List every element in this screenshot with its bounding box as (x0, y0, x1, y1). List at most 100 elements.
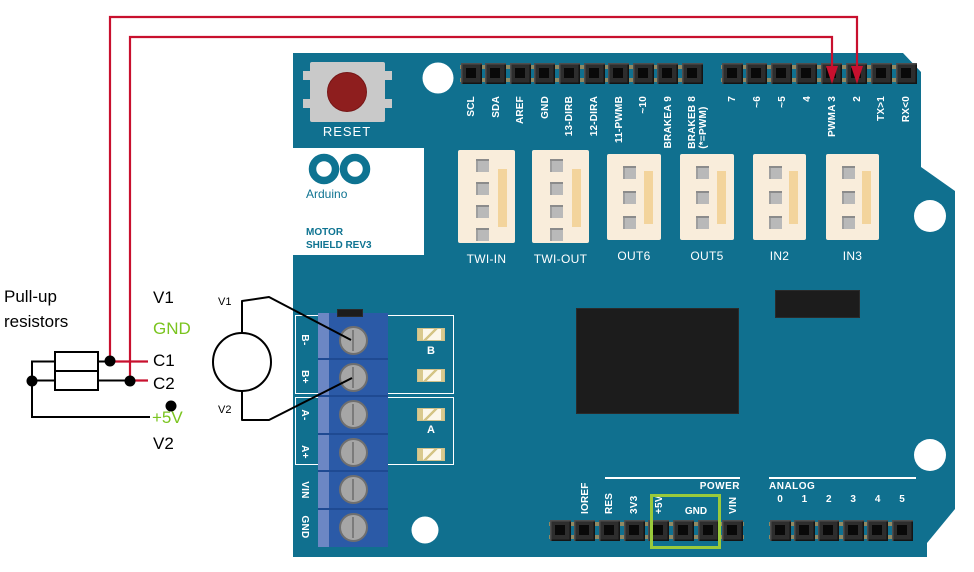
connector-pin (623, 166, 636, 179)
header-pin-11-pwmb (608, 63, 630, 84)
terminal-label-vin: VIN (299, 480, 310, 499)
arduino-brand-text: Arduino (306, 187, 348, 201)
pin-label-tx-1: TX>1 (876, 96, 888, 121)
header-pin-scl (460, 63, 482, 84)
connector-pin (769, 191, 782, 204)
reset-tab (384, 99, 392, 108)
fuse-component (417, 369, 445, 382)
connector-stripe (572, 169, 581, 227)
header-pin-3v3 (623, 520, 645, 541)
pin-label-ioref: IOREF (579, 482, 591, 514)
terminal-label-b: B- (299, 334, 310, 346)
connector-stripe (789, 171, 798, 224)
product-name-line2: SHIELD REV3 (306, 240, 372, 251)
header-pin-4 (867, 520, 889, 541)
arduino-logo-icon (308, 153, 371, 185)
terminal-screw-vin (338, 475, 368, 505)
header-pin-0 (769, 520, 791, 541)
analog-pin-label-3: 3 (850, 494, 856, 505)
terminal-divider (318, 470, 388, 473)
header-pin-gnd (534, 63, 556, 84)
pin-label-10: ~10 (638, 96, 650, 114)
pin-label-brakea-9: BRAKEA 9 (662, 96, 674, 149)
connector-pin (769, 166, 782, 179)
terminal-screw-b (338, 362, 368, 392)
pin-label-brakeb-8-pwm: BRAKEB 8 (*=PWM) (687, 96, 710, 149)
analog-pin-label-4: 4 (874, 494, 881, 505)
terminal-stripe (318, 313, 329, 547)
header-pin-3 (842, 520, 864, 541)
connector-pin (550, 228, 563, 241)
pin-label-12-dira: 12-DIRA (589, 96, 600, 137)
channel-b-label: B (427, 345, 435, 357)
analog-pin-label-2: 2 (826, 494, 832, 505)
header-pin-rx-0 (895, 63, 917, 84)
power-section-label: POWER (699, 481, 740, 492)
analog-pin-label-0: 0 (777, 494, 783, 505)
connector-pin (696, 216, 709, 229)
header-pin-6 (746, 63, 768, 84)
connector-pin (476, 228, 489, 241)
connector-pin (476, 205, 489, 218)
connector-stripe (644, 171, 653, 224)
header-pin-5 (771, 63, 793, 84)
power-pins-highlight-box (650, 494, 721, 549)
pin-label-7: 7 (727, 96, 738, 102)
header-pin-unlabeled (549, 520, 571, 541)
connector-pin (550, 205, 563, 218)
terminal-screw-b (338, 325, 368, 355)
channel-a-label: A (427, 424, 435, 436)
connector-pin (842, 166, 855, 179)
terminal-label-gnd: GND (299, 515, 310, 539)
analog-pin-label-5: 5 (899, 494, 905, 505)
fuse-component (417, 408, 445, 421)
pin-label-vin: VIN (727, 496, 739, 514)
analog-divider-line (769, 477, 916, 479)
connector-pin (842, 216, 855, 229)
connector-pin (696, 191, 709, 204)
header-pin-brakea-9 (657, 63, 679, 84)
header-pin-sda (485, 63, 507, 84)
connector-pin (623, 191, 636, 204)
connector-pin (696, 166, 709, 179)
connector-stripe (498, 169, 507, 227)
smd-component (775, 290, 860, 318)
pin-label-4: 4 (801, 96, 813, 102)
header-pin-2 (818, 520, 840, 541)
header-pin-aref (509, 63, 531, 84)
terminal-notch (337, 309, 363, 317)
header-pin-vin (722, 520, 744, 541)
analog-pin-label-1: 1 (801, 494, 808, 505)
terminal-screw-a (338, 437, 368, 467)
header-pin-ioref (574, 520, 596, 541)
connector-label-out6: OUT6 (617, 249, 651, 263)
terminal-divider (318, 358, 388, 360)
pin-label-13-dirb: 13-DIRB (564, 96, 576, 137)
pin-label-rx-0: RX<0 (901, 96, 913, 123)
reset-label: RESET (322, 124, 372, 139)
terminal-label-a: A- (299, 409, 310, 421)
reset-button (327, 72, 367, 112)
header-pin-10 (632, 63, 654, 84)
fuse-component (417, 328, 445, 341)
pin-label-6: ~6 (751, 96, 763, 108)
connector-pin (476, 182, 489, 195)
pin-label-gnd: GND (539, 96, 551, 119)
fuse-component (417, 448, 445, 461)
connector-pin (476, 159, 489, 172)
pin-label-5: ~5 (776, 96, 788, 108)
connector-pin (550, 182, 563, 195)
header-pin-tx-1 (870, 63, 892, 84)
connector-label-in3: IN3 (842, 249, 863, 263)
connector-pin (769, 216, 782, 229)
pin-label-aref: AREF (515, 96, 527, 125)
reset-tab (384, 71, 392, 80)
header-pin-7 (721, 63, 743, 84)
header-pin-pwma-3 (821, 63, 843, 84)
analog-section-label: ANALOG (769, 481, 816, 492)
connector-label-out5: OUT5 (690, 249, 724, 263)
terminal-divider (318, 395, 388, 398)
pin-label-2: 2 (851, 96, 863, 102)
connector-label-in2: IN2 (769, 249, 790, 263)
header-pin-5 (891, 520, 913, 541)
